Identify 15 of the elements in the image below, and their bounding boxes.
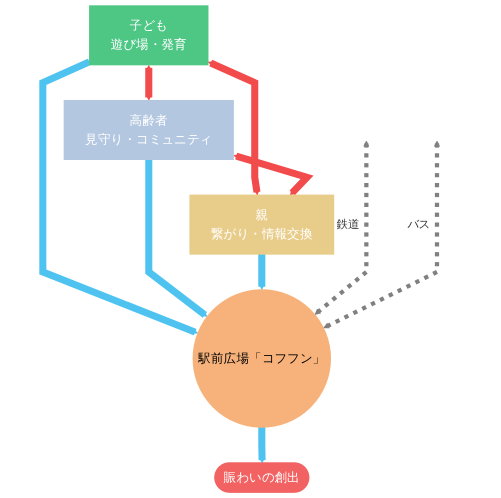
arrow [258, 427, 266, 464]
arrow [145, 160, 208, 318]
node-box: 親 繋がり・情報交換 [189, 194, 334, 255]
node-box: 子ども 遊び場・発育 [89, 5, 208, 66]
arrow [323, 140, 440, 329]
arrow [258, 254, 266, 290]
arrow [145, 64, 152, 101]
arrow [314, 140, 370, 315]
arrow [208, 60, 260, 196]
edge-label: 鉄道 [336, 218, 360, 231]
arrow [39, 58, 198, 336]
node-circle: 駅前広場「コフフン」 [192, 289, 332, 428]
arrow [234, 152, 314, 196]
node-box: 高齢者 見守り・コミュニティ [64, 100, 234, 160]
edge-label: バス [407, 218, 430, 231]
